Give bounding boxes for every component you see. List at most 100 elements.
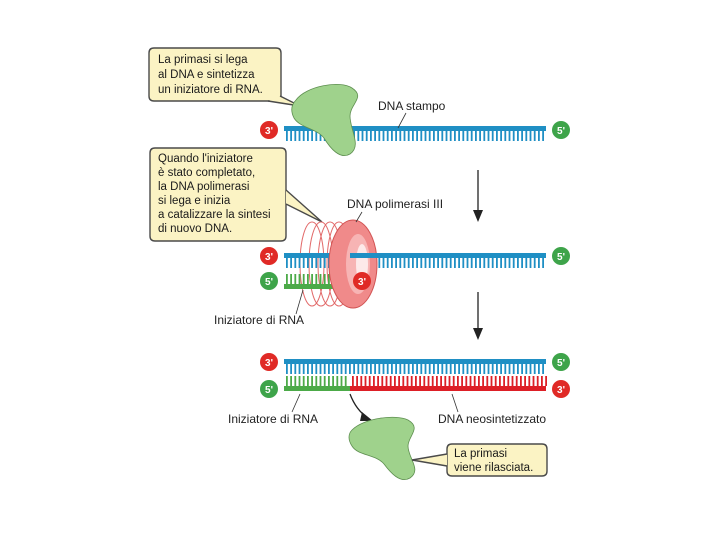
base-tick — [508, 258, 511, 268]
base-tick — [538, 364, 540, 374]
base-tick — [332, 376, 334, 386]
base-tick — [525, 364, 528, 374]
base-tick — [445, 258, 448, 268]
release-arrow — [349, 393, 369, 419]
base-tick — [323, 364, 326, 374]
primase-enzyme-icon — [348, 416, 416, 480]
base-tick — [311, 376, 313, 386]
base-tick — [399, 364, 402, 374]
callout-middle-line-2: è stato completato, — [158, 167, 255, 179]
base-tick — [525, 131, 528, 141]
base-tick — [528, 376, 531, 386]
base-tick — [441, 364, 444, 374]
end-label-3prime-2: 3' — [265, 252, 273, 263]
base-tick — [499, 376, 501, 386]
base-tick — [542, 131, 544, 141]
base-tick — [298, 258, 301, 268]
base-tick — [419, 376, 421, 386]
base-tick — [512, 258, 515, 268]
base-tick — [416, 364, 418, 374]
base-tick — [515, 376, 518, 386]
base-tick — [389, 376, 392, 386]
base-tick — [508, 364, 511, 374]
base-tick — [323, 274, 326, 284]
base-tick — [496, 364, 498, 374]
base-tick — [302, 274, 305, 284]
label-rna-primer-bottom: Iniziatore di RNA — [228, 412, 318, 426]
base-tick — [391, 258, 393, 268]
down-arrow-icon — [473, 170, 483, 222]
step-2: Quando l'iniziatore è stato completato, … — [149, 147, 570, 327]
base-tick — [483, 131, 486, 141]
base-tick — [521, 131, 523, 141]
base-tick — [428, 131, 431, 141]
base-tick — [386, 258, 389, 268]
base-tick — [382, 131, 385, 141]
base-tick — [517, 131, 519, 141]
dna-polymerase-ring-icon — [328, 219, 378, 309]
base-tick — [294, 364, 297, 374]
base-tick — [307, 131, 309, 141]
end-label-3prime-new-3: 3' — [557, 385, 565, 396]
base-tick — [374, 364, 376, 374]
end-label-3prime-1: 3' — [265, 126, 273, 137]
base-tick — [441, 131, 444, 141]
base-tick — [517, 258, 519, 268]
base-tick — [437, 131, 439, 141]
base-tick — [298, 364, 301, 374]
base-tick — [424, 258, 427, 268]
base-tick — [462, 364, 465, 374]
leader-new-dna — [451, 393, 459, 413]
end-marker-3prime-primer-2 — [353, 272, 371, 290]
base-tick — [349, 364, 351, 374]
callout-bottom-pointer — [411, 453, 448, 467]
base-tick — [454, 364, 456, 374]
base-tick — [529, 364, 532, 374]
base-tick — [483, 364, 486, 374]
base-tick — [328, 274, 330, 284]
base-tick — [290, 274, 292, 284]
base-tick — [315, 364, 318, 374]
base-tick — [475, 131, 477, 141]
base-tick — [507, 376, 510, 386]
base-tick — [298, 131, 301, 141]
base-tick — [465, 376, 468, 386]
base-tick — [307, 364, 309, 374]
leader-rna-primer-bottom — [291, 393, 301, 413]
base-tick — [294, 258, 297, 268]
base-tick — [494, 376, 497, 386]
base-tick — [382, 258, 385, 268]
base-tick — [311, 258, 313, 268]
new-dna-strand-3-ticks — [352, 376, 547, 386]
base-tick — [370, 131, 372, 141]
base-tick — [332, 364, 334, 374]
callout-middle-line-6: di nuovo DNA. — [158, 223, 232, 235]
base-tick — [431, 376, 434, 386]
base-tick — [319, 274, 322, 284]
base-tick — [319, 364, 322, 374]
base-tick — [319, 376, 322, 386]
base-tick — [315, 258, 318, 268]
base-tick — [437, 364, 439, 374]
base-tick — [436, 376, 438, 386]
base-tick — [433, 364, 435, 374]
base-tick — [433, 131, 435, 141]
base-tick — [529, 131, 532, 141]
end-label-5prime-1: 5' — [557, 126, 565, 137]
base-tick — [441, 258, 444, 268]
base-tick — [357, 364, 360, 374]
base-tick — [496, 258, 498, 268]
leader-rna-primer-mid — [295, 289, 304, 315]
base-tick — [403, 258, 406, 268]
base-tick — [377, 376, 379, 386]
base-tick — [437, 258, 439, 268]
base-tick — [319, 131, 322, 141]
base-tick — [533, 258, 536, 268]
base-tick — [479, 364, 481, 374]
base-tick — [475, 364, 477, 374]
base-tick — [504, 258, 507, 268]
base-tick — [361, 364, 364, 374]
base-tick — [340, 364, 343, 374]
end-label-3prime-primer-2: 3' — [358, 277, 366, 288]
